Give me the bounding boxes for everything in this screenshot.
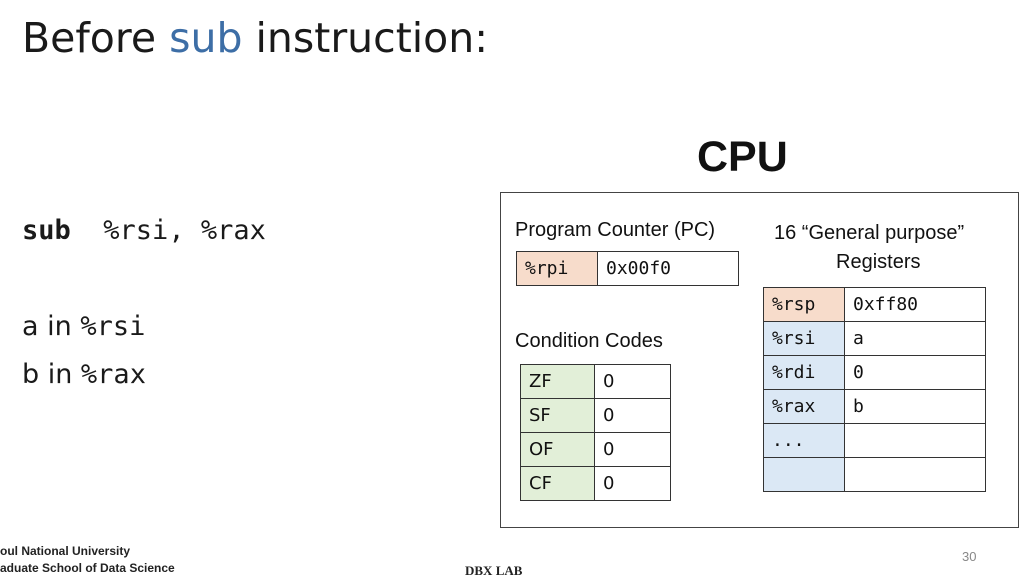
cc-label: Condition Codes xyxy=(515,330,663,352)
title-suffix: instruction: xyxy=(242,14,489,62)
instruction-line: sub %rsi, %rax xyxy=(22,215,266,246)
note-a-text: in xyxy=(38,311,81,342)
note-b: b in %rax xyxy=(22,359,146,390)
register-value: b xyxy=(844,389,986,424)
pc-reg: %rpi xyxy=(516,251,598,286)
university-logo-text: oul National University aduate School of… xyxy=(0,543,175,577)
register-value xyxy=(844,423,986,458)
gp-label-line2: Registers xyxy=(836,251,921,273)
register-name: ... xyxy=(763,423,845,458)
slide-title: Before sub instruction: xyxy=(22,14,488,62)
pc-value: 0x00f0 xyxy=(597,251,739,286)
pc-label: Program Counter (PC) xyxy=(515,219,716,241)
register-name: %rdi xyxy=(763,355,845,390)
register-name: %rsp xyxy=(763,287,845,322)
register-row: ... xyxy=(763,423,986,458)
register-name xyxy=(763,457,845,492)
pc-table: %rpi 0x00f0 xyxy=(516,251,739,286)
cc-value: 0 xyxy=(594,364,671,399)
register-name: %rsi xyxy=(763,321,845,356)
instruction-op: sub xyxy=(22,215,71,246)
note-a-reg: %rsi xyxy=(80,311,146,342)
title-prefix: Before xyxy=(22,14,170,62)
cpu-box xyxy=(500,192,1019,528)
cc-flag: CF xyxy=(520,466,595,501)
note-b-text: in xyxy=(39,359,81,390)
register-value: 0 xyxy=(844,355,986,390)
cc-flag: ZF xyxy=(520,364,595,399)
title-keyword: sub xyxy=(169,14,243,62)
register-name: %rax xyxy=(763,389,845,424)
university-line1: oul National University xyxy=(0,544,131,558)
gp-label-line1: 16 “General purpose” xyxy=(774,222,965,244)
note-b-reg: %rax xyxy=(80,359,146,390)
register-value: a xyxy=(844,321,986,356)
register-row xyxy=(763,457,986,492)
university-line2: aduate School of Data Science xyxy=(0,561,175,575)
note-b-var: b xyxy=(22,359,40,390)
note-a: a in %rsi xyxy=(22,311,145,342)
lab-name: DBX LAB xyxy=(465,563,523,578)
instruction-operands: %rsi, %rax xyxy=(70,215,266,246)
pc-row: %rpi 0x00f0 xyxy=(516,251,739,286)
cc-value: 0 xyxy=(594,466,671,501)
cc-value: 0 xyxy=(594,398,671,433)
page-number: 30 xyxy=(962,549,977,564)
cpu-title: CPU xyxy=(697,133,788,181)
register-value xyxy=(844,457,986,492)
cc-flag: OF xyxy=(520,432,595,467)
register-value: 0xff80 xyxy=(844,287,986,322)
cc-value: 0 xyxy=(594,432,671,467)
note-a-var: a xyxy=(22,311,39,342)
cc-flag: SF xyxy=(520,398,595,433)
